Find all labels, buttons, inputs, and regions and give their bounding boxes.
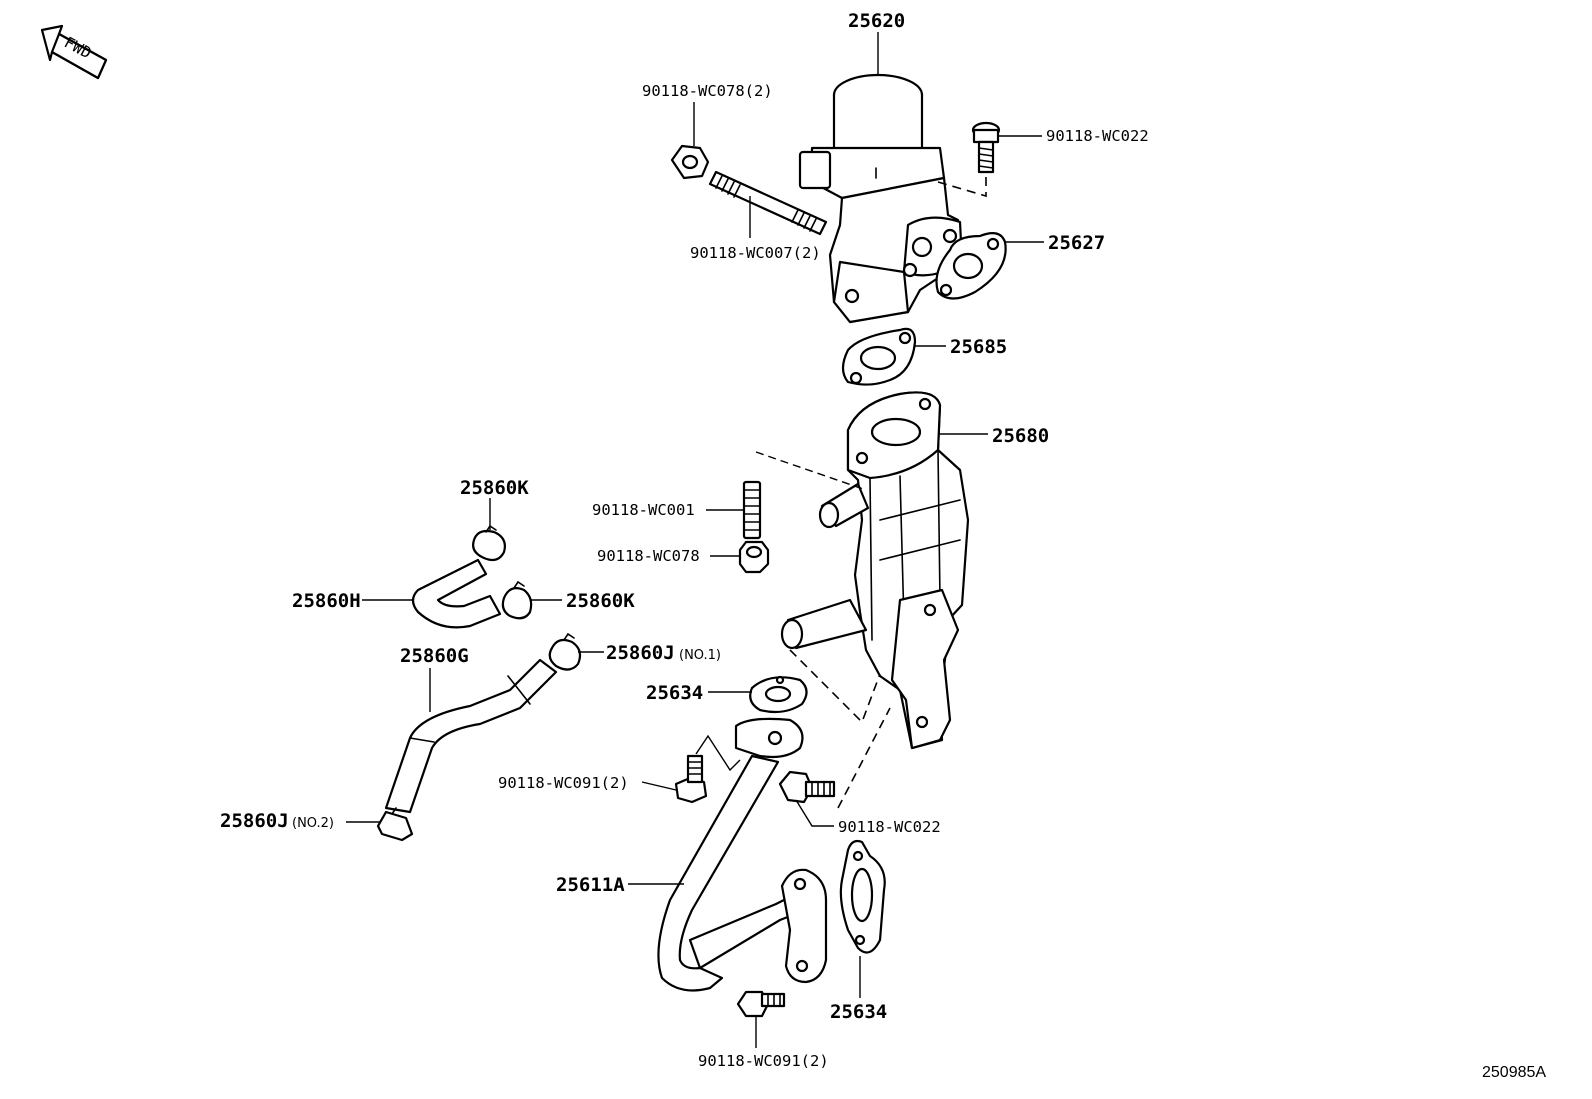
nut-mid-part — [738, 540, 770, 574]
label-stud-top: 90118-WC007(2) — [690, 244, 821, 262]
label-25680: 25680 — [992, 425, 1049, 447]
bolt-top-dash — [937, 176, 987, 198]
nut-top-part — [670, 144, 710, 180]
fwd-arrow-icon: FWD — [40, 24, 108, 80]
label-25627: 25627 — [1048, 232, 1105, 254]
label-bolt-pipe-left: 90118-WC091(2) — [498, 774, 629, 792]
reference-code: 250985A — [1482, 1064, 1546, 1081]
label-25860k-top: 25860K — [460, 477, 529, 499]
gasket-25627-part — [935, 231, 1007, 300]
label-25860j-1-note: (NO.1) — [679, 648, 721, 663]
label-25620: 25620 — [848, 10, 905, 32]
label-bolt-pipe-right: 90118-WC022 — [838, 818, 941, 836]
stud-mid-leader — [755, 451, 867, 491]
label-25860j-2: 25860J — [220, 810, 289, 832]
bolt-pipe-left-leader — [695, 734, 741, 772]
label-25860g: 25860G — [400, 645, 469, 667]
egr-cooler-part — [780, 391, 970, 750]
bolt-pipe-right-part — [778, 770, 836, 804]
label-nut-top: 90118-WC078(2) — [642, 82, 773, 100]
pipe-top-dash — [789, 649, 881, 724]
label-25860j-1: 25860J — [606, 642, 675, 664]
label-bolt-top: 90118-WC022 — [1046, 127, 1149, 145]
label-25860h: 25860H — [292, 590, 361, 612]
bolt-pipe-bottom-part — [736, 990, 786, 1018]
stud-mid-part — [742, 480, 762, 540]
egr-pipe-part — [657, 717, 828, 992]
label-stud-mid: 90118-WC001 — [592, 501, 695, 519]
hose-h-part — [411, 558, 502, 629]
hose-g-part — [384, 658, 558, 814]
label-25860k-right: 25860K — [566, 590, 635, 612]
label-25634-bottom: 25634 — [830, 1001, 887, 1023]
label-25611a: 25611A — [556, 874, 625, 896]
clamp-k-right-part — [501, 580, 533, 620]
gasket-pipe-bottom-part — [839, 839, 886, 954]
label-25860j-2-note: (NO.2) — [292, 816, 334, 831]
label-bolt-pipe-bottom: 90118-WC091(2) — [698, 1052, 829, 1070]
stud-top-part — [708, 170, 828, 236]
bolt-top-part — [971, 121, 1001, 174]
bolt-pipe-left-part — [674, 754, 708, 804]
clamp-j2-part — [376, 807, 414, 842]
clamp-k-top-part — [472, 524, 506, 562]
label-25634-top: 25634 — [646, 682, 703, 704]
label-nut-mid: 90118-WC078 — [597, 547, 700, 565]
label-25685: 25685 — [950, 336, 1007, 358]
gasket-pipe-top-part — [749, 675, 808, 714]
gasket-25685-part — [841, 327, 917, 386]
leader-lines — [346, 32, 1044, 1048]
bolt-pipe-right-dash — [837, 707, 891, 809]
clamp-j1-part — [548, 632, 582, 671]
